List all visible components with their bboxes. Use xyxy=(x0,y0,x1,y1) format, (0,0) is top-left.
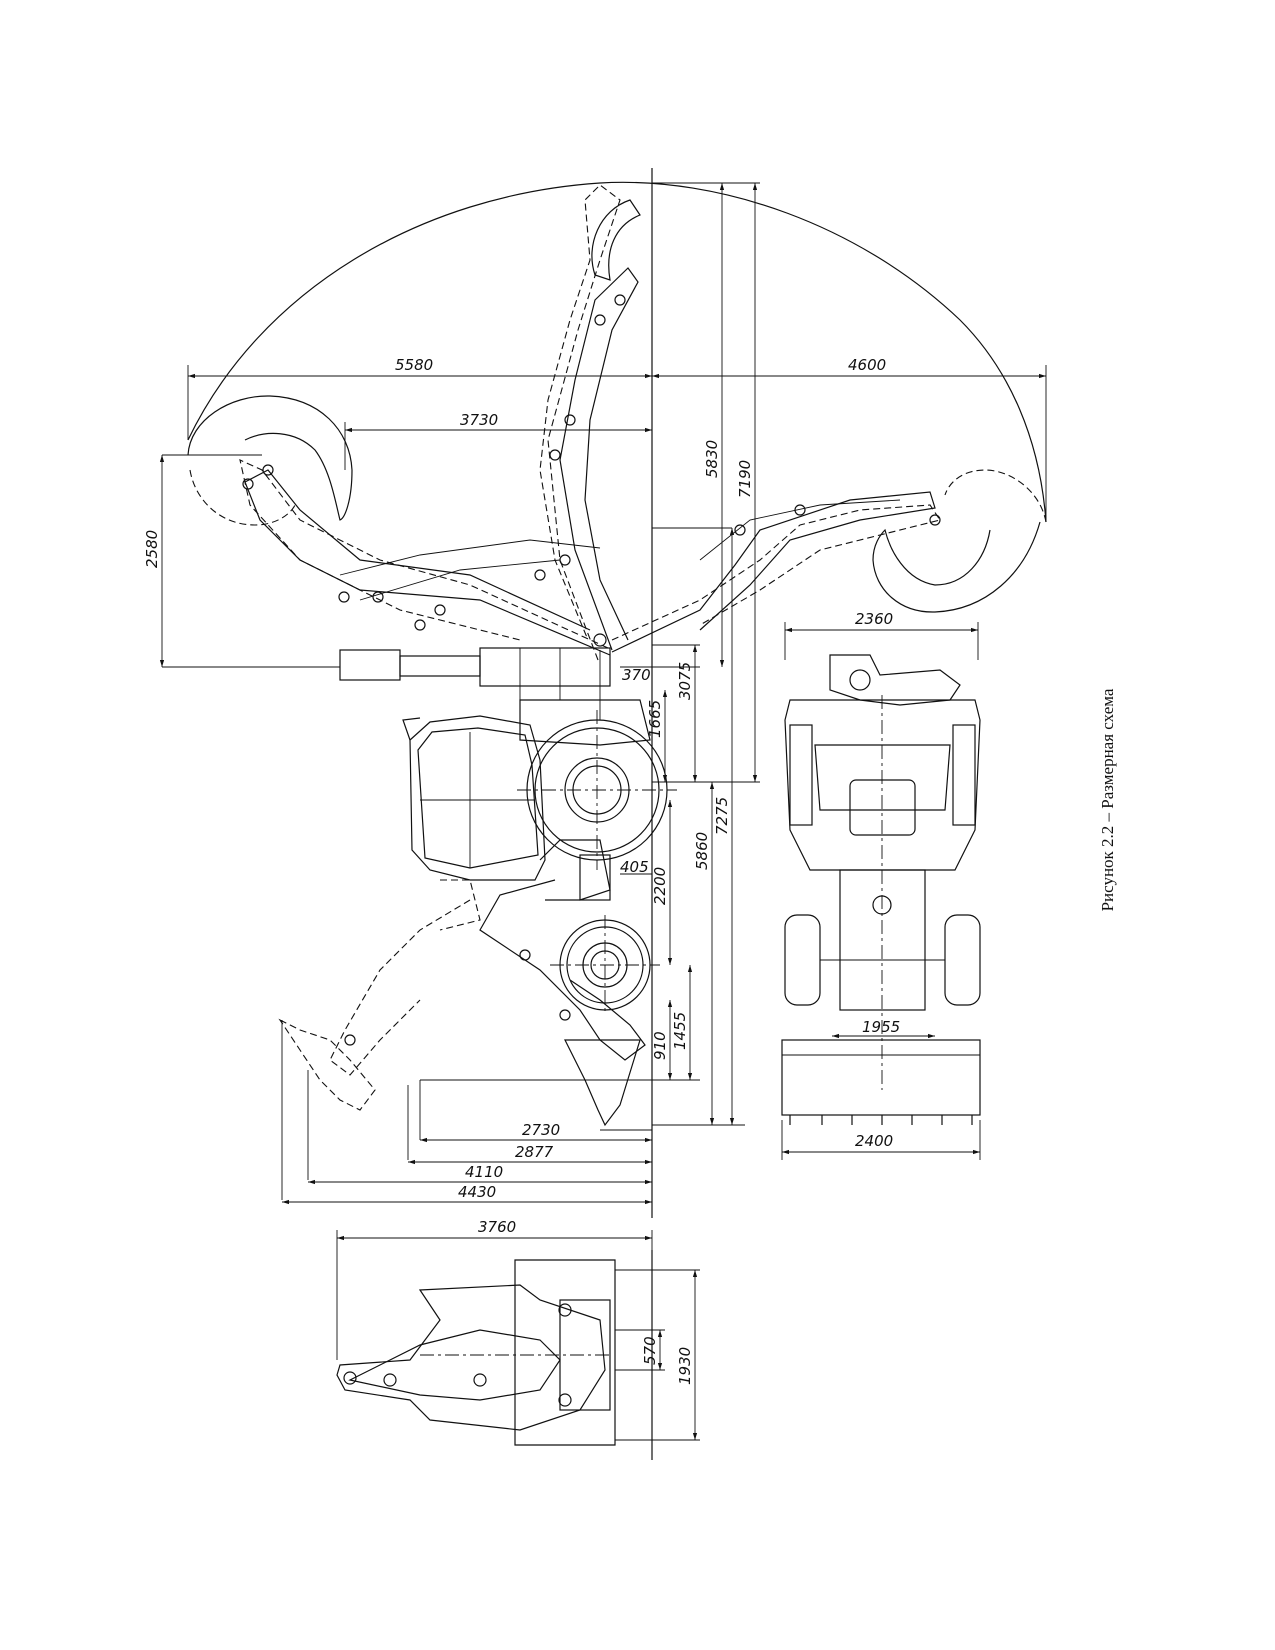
dim-4600: 4600 xyxy=(848,356,886,374)
pivot-pins xyxy=(242,294,941,647)
side-dimensions: 5580 4600 3730 2730 2877 4110 4430 2580 xyxy=(143,183,1046,1205)
dim-2360: 2360 xyxy=(855,610,893,628)
dim-370: 370 xyxy=(622,666,651,684)
dim-5860: 5860 xyxy=(693,832,711,870)
dim-2400: 2400 xyxy=(855,1132,893,1150)
side-view: 5580 4600 3730 2730 2877 4110 4430 2580 xyxy=(143,168,1047,1218)
dim-3075: 3075 xyxy=(676,662,694,700)
dim-2580: 2580 xyxy=(143,530,161,568)
dim-2200: 2200 xyxy=(651,867,669,905)
dim-910: 910 xyxy=(651,1031,669,1060)
extension-lines xyxy=(162,182,1047,1200)
dim-5580: 5580 xyxy=(395,356,433,374)
boom-base xyxy=(339,647,651,746)
top-view: 3760 1930 570 xyxy=(336,1218,700,1460)
front-wheel xyxy=(550,915,660,1015)
dim-3760: 3760 xyxy=(478,1218,516,1236)
bucket-outlines xyxy=(187,199,1047,613)
figure-caption: Рисунок 2.2 – Размерная схема xyxy=(1098,688,1117,912)
rear-wheel xyxy=(517,710,677,870)
dim-1955: 1955 xyxy=(862,1018,900,1036)
dim-7190: 7190 xyxy=(736,460,754,498)
dim-405: 405 xyxy=(620,858,649,876)
dim-1930: 1930 xyxy=(676,1347,694,1385)
dim-4110: 4110 xyxy=(465,1163,503,1181)
dim-2730: 2730 xyxy=(522,1121,560,1139)
dim-4430: 4430 xyxy=(458,1183,496,1201)
dim-3730: 3730 xyxy=(460,411,498,429)
dim-2877: 2877 xyxy=(515,1143,554,1161)
dim-1665: 1665 xyxy=(646,700,664,738)
dim-7275: 7275 xyxy=(713,797,731,835)
dim-570: 570 xyxy=(641,1336,659,1365)
dim-5830: 5830 xyxy=(703,440,721,478)
front-view: 2360 1955 2400 xyxy=(781,610,981,1160)
dim-1455: 1455 xyxy=(671,1012,689,1050)
front-loader xyxy=(278,879,646,1127)
backhoe-boom-outlines xyxy=(239,184,941,661)
reach-arc xyxy=(187,181,1047,523)
